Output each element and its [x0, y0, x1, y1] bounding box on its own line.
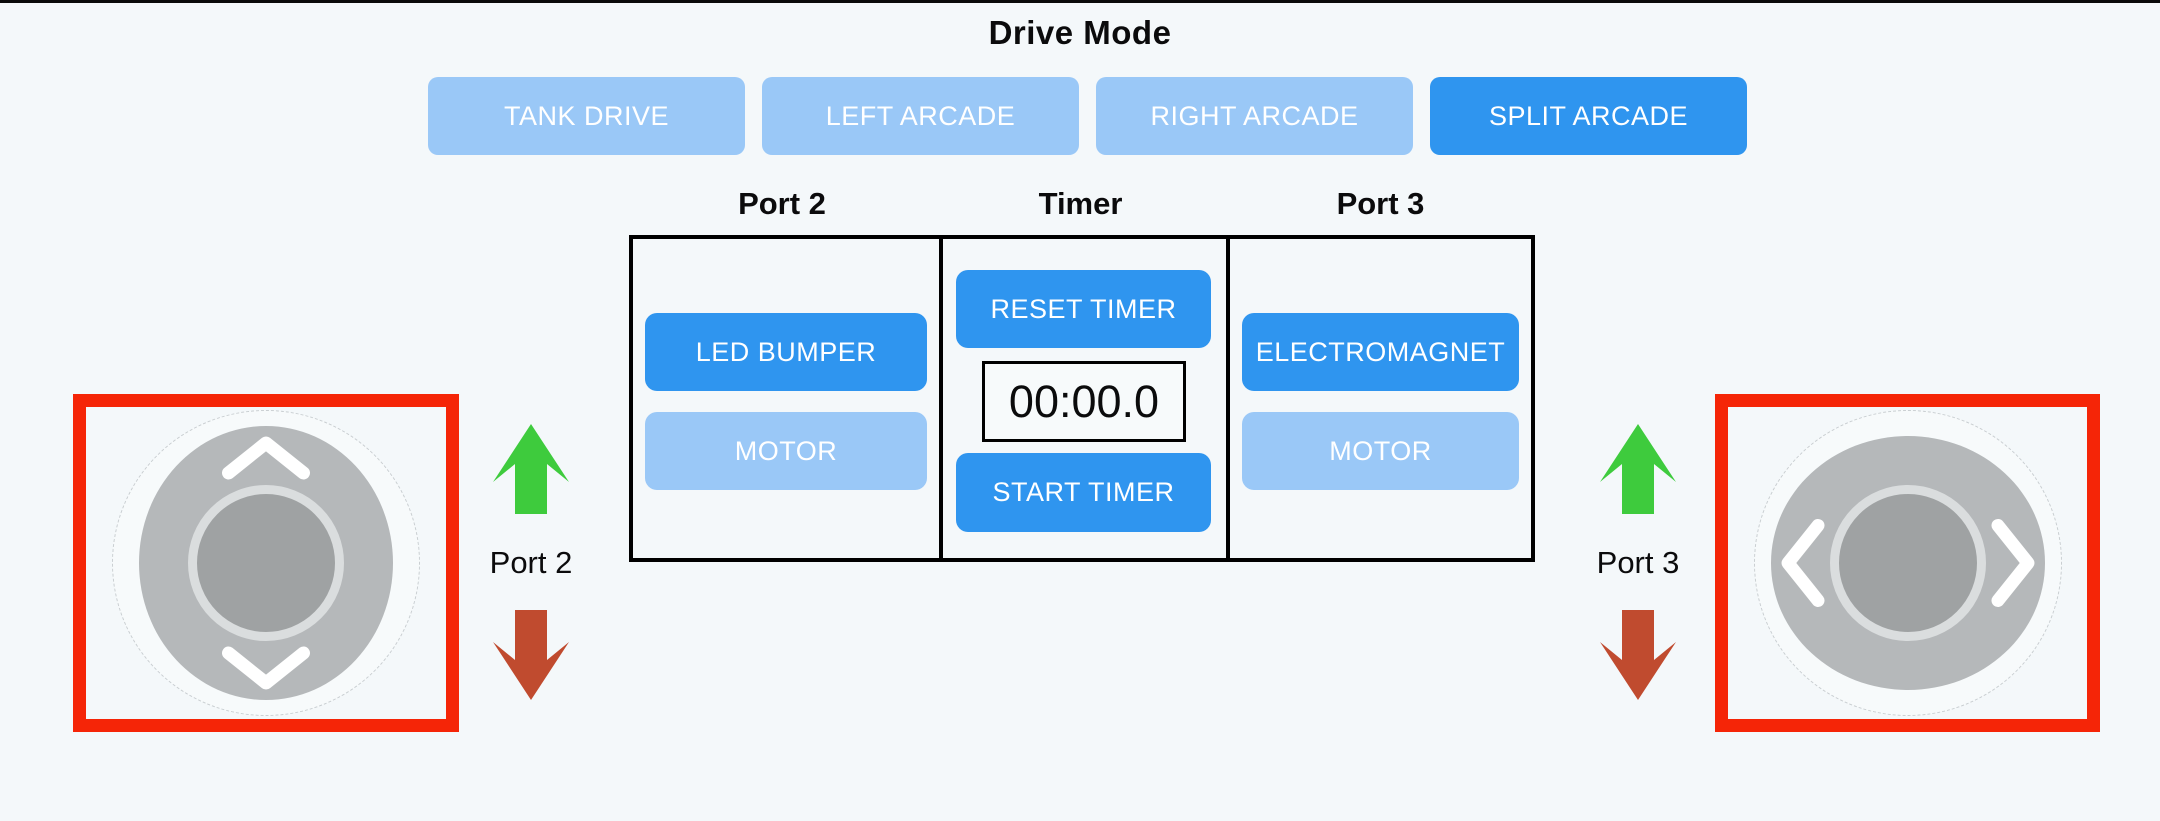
right-joystick-well [1753, 410, 2062, 716]
port2-motor-button[interactable]: MOTOR [645, 412, 927, 490]
left-arcade-button[interactable]: LEFT ARCADE [762, 77, 1079, 155]
port3-cell: ELECTROMAGNET MOTOR [1230, 239, 1531, 558]
split-arcade-button[interactable]: SPLIT ARCADE [1430, 77, 1747, 155]
port3-motor-button[interactable]: MOTOR [1242, 412, 1519, 490]
green-up-arrow-icon [493, 424, 569, 514]
drive-mode-button-row: TANK DRIVE LEFT ARCADE RIGHT ARCADE SPLI… [428, 77, 1747, 155]
timer-cell: RESET TIMER 00:00.0 START TIMER [939, 239, 1230, 558]
timer-column-header: Timer [1038, 186, 1123, 221]
red-down-arrow-icon [1600, 610, 1676, 700]
port2-column-header: Port 2 [738, 186, 826, 221]
right-joystick-knob[interactable] [1829, 485, 1986, 641]
right-joystick-zone [1715, 394, 2100, 732]
right-stick-port-label: Port 3 [1596, 545, 1680, 580]
green-up-arrow-icon [1600, 424, 1676, 514]
reset-timer-button[interactable]: RESET TIMER [956, 270, 1211, 348]
timer-display: 00:00.0 [982, 361, 1186, 442]
tank-drive-button[interactable]: TANK DRIVE [428, 77, 745, 155]
right-joystick-pad[interactable] [1770, 436, 2045, 690]
electromagnet-button[interactable]: ELECTROMAGNET [1242, 313, 1519, 391]
port3-column-header: Port 3 [1336, 186, 1425, 221]
left-joystick-well [112, 410, 420, 716]
right-direction-indicators: Port 3 [1588, 423, 1688, 701]
left-direction-indicators: Port 2 [481, 423, 581, 701]
control-panel-table: LED BUMPER MOTOR RESET TIMER 00:00.0 STA… [629, 235, 1535, 562]
port2-cell: LED BUMPER MOTOR [633, 239, 939, 558]
left-stick-port-label: Port 2 [489, 545, 573, 580]
right-arcade-button[interactable]: RIGHT ARCADE [1096, 77, 1413, 155]
red-down-arrow-icon [493, 610, 569, 700]
left-joystick-pad[interactable] [139, 426, 393, 700]
page-title: Drive Mode [988, 14, 1172, 51]
chevron-right-icon [1991, 519, 2034, 607]
top-border-line [0, 0, 2160, 3]
chevron-up-icon [222, 436, 310, 480]
led-bumper-button[interactable]: LED BUMPER [645, 313, 927, 391]
chevron-left-icon [1781, 519, 1824, 607]
chevron-down-icon [222, 646, 310, 690]
start-timer-button[interactable]: START TIMER [956, 453, 1211, 532]
left-joystick-knob[interactable] [188, 485, 344, 641]
left-joystick-zone [73, 394, 459, 732]
